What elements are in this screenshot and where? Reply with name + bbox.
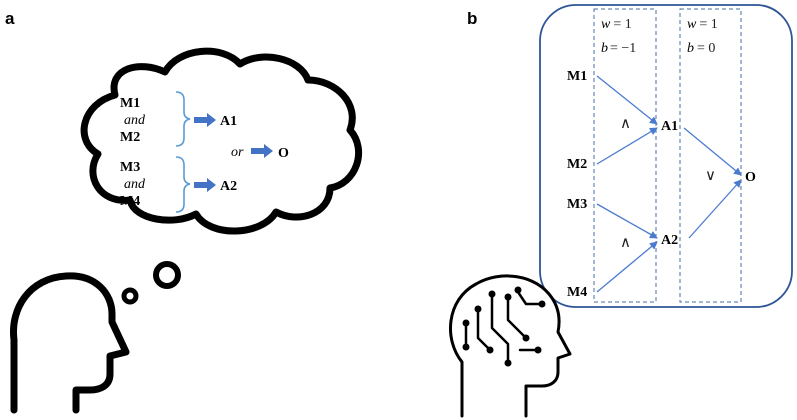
edge-m2-a1 [596,127,658,165]
thought-cloud-icon [80,47,363,235]
node-a1: A1 [661,119,678,134]
layer-1-box [593,8,657,303]
node-m2: M2 [567,157,587,172]
cloud-a2: A2 [220,179,237,194]
panel-b-label: b [467,9,477,28]
layer-2-bias: b= 0 [687,41,715,56]
circuit-nodes [462,286,546,367]
edge-a1-o [683,127,742,176]
edge-m4-a2 [596,241,658,293]
ai-circuit-head-icon [449,274,572,418]
cloud-and-2: and [124,177,146,192]
cloud-and-1: and [124,113,146,128]
cloud-m3: M3 [120,160,140,175]
edge-m1-a1 [596,75,658,125]
human-head-icon [10,272,130,414]
layer-1-weight: w= 1 [601,17,632,32]
layer-2-weight: w= 1 [687,17,718,32]
or-operator: ∨ [705,166,716,184]
cloud-a1: A1 [220,114,237,129]
node-a2: A2 [661,233,678,248]
arrow-to-o-icon [251,144,273,158]
brace-top [175,91,191,147]
cloud-or: or [231,145,244,160]
cloud-o: O [278,146,289,161]
network-frame [539,4,793,308]
brace-bottom [175,156,191,213]
node-m1: M1 [567,69,587,84]
arrow-to-a1-icon [194,113,216,127]
and-operator-2: ∧ [620,233,631,251]
node-o: O [745,170,756,185]
arrow-to-a2-icon [194,178,216,192]
thought-bubble-large [153,261,181,289]
cloud-m1: M1 [120,96,140,111]
cloud-m2: M2 [120,130,140,145]
layer-1-bias: b= −1 [601,41,636,56]
edge-a2-o [688,179,742,239]
panel-a-label: a [5,9,15,28]
node-m4: M4 [567,285,587,300]
thought-bubble-small [121,287,139,305]
network-edges [596,75,742,293]
and-operator-1: ∧ [620,114,631,132]
cloud-m4: M4 [120,194,140,209]
node-m3: M3 [567,197,587,212]
edge-m3-a2 [596,203,658,239]
layer-2-box [679,8,742,303]
